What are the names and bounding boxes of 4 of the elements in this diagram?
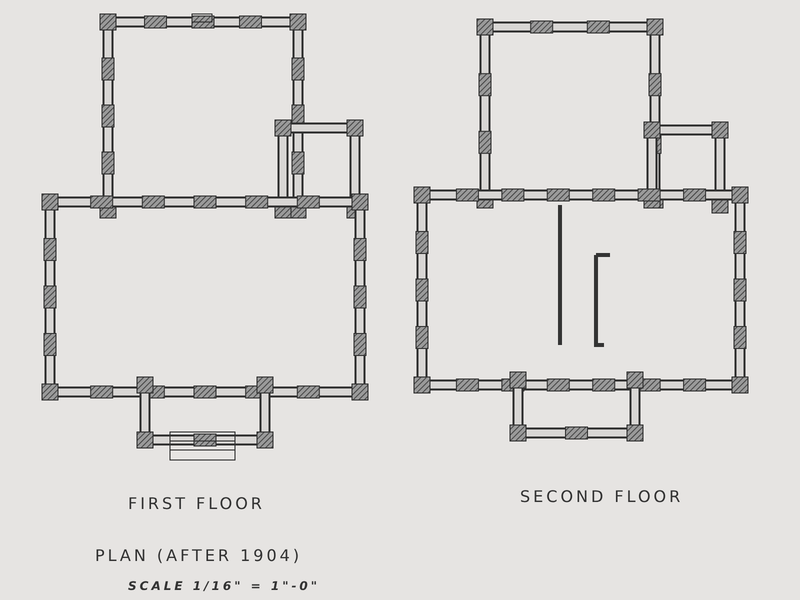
floor-label: FIRST FLOOR	[128, 494, 265, 513]
floor-label: SECOND FLOOR	[520, 487, 684, 506]
scale-note: SCALE 1/16" = 1"-0"	[128, 579, 320, 593]
plan-title: PLAN (AFTER 1904)	[95, 546, 302, 565]
